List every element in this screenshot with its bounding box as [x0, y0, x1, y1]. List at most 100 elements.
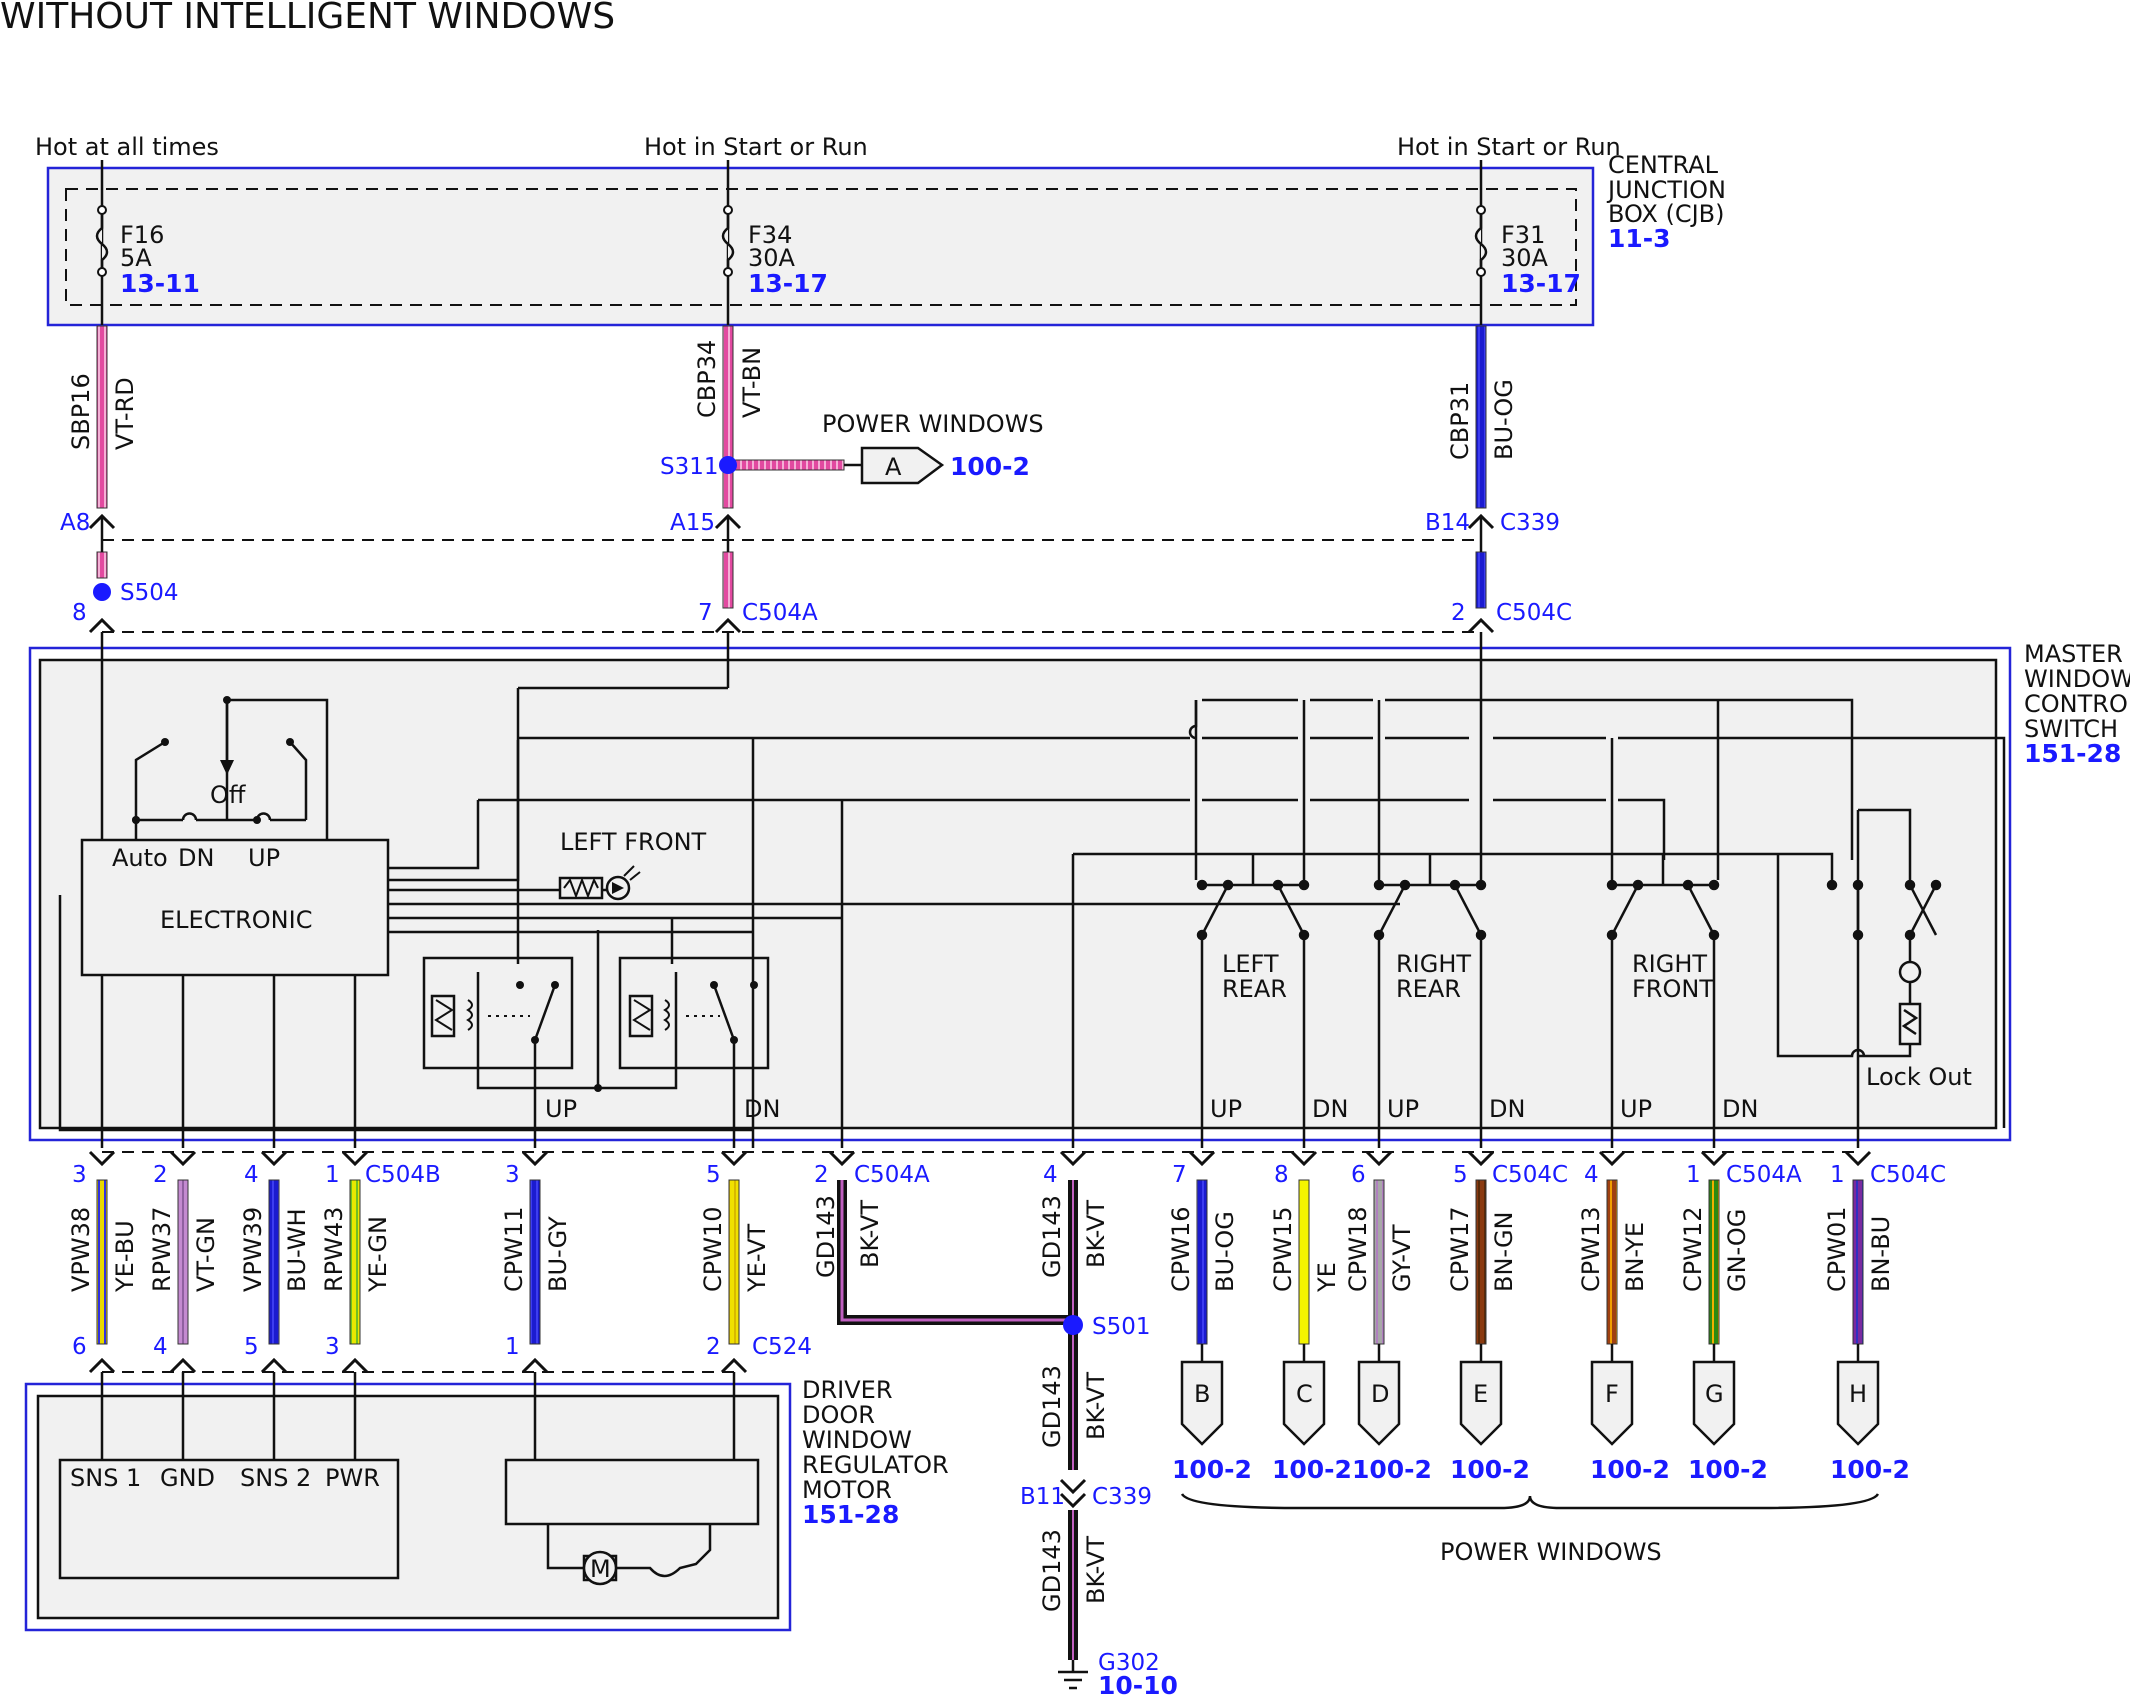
motor-name-1: DRIVER [802, 1376, 893, 1404]
wire-cpw10-color: YE-VT [743, 1224, 771, 1293]
fuse-f31-ref: 13-17 [1501, 269, 1581, 298]
ground-path: B11 C339 GD143 BK-VT GD143 BK-VT G302 10… [1020, 1365, 1178, 1697]
left-rear-label-2: REAR [1222, 975, 1287, 1003]
ground-g302: G302 [1098, 1650, 1160, 1676]
switch-left-rear [1196, 855, 1310, 1148]
pin-b4: 1 [325, 1162, 340, 1188]
auto-label: Auto [112, 844, 168, 872]
pin-2-top: 2 [1451, 600, 1466, 626]
cjb-name-1: CENTRAL [1608, 151, 1719, 179]
pin-a8: A8 [60, 510, 90, 536]
conn-c339-top: C339 [1500, 510, 1560, 536]
wire-cpw11-circuit: CPW11 [500, 1207, 528, 1293]
pw-ref-f: 100-2 [1590, 1455, 1670, 1484]
wire-cpw01-color: BN-BU [1867, 1216, 1895, 1292]
wire-rpw37-color: VT-GN [192, 1217, 220, 1292]
pin-label-pwr: PWR [325, 1464, 380, 1492]
fuse-f16-id: F16 [120, 221, 164, 249]
wire-cpw01-circuit: CPW01 [1823, 1207, 1851, 1293]
pin-b9: 7 [1172, 1162, 1187, 1188]
wire-cpw13-circuit: CPW13 [1577, 1207, 1605, 1293]
wire-cpw16-circuit: CPW16 [1167, 1207, 1195, 1293]
fuse-f34-ref: 13-17 [748, 269, 828, 298]
power-windows-a-id: A [885, 453, 902, 481]
ground-wire-circuit-1: GD143 [1038, 1365, 1066, 1448]
wire-cpw13-color: BN-YE [1621, 1222, 1649, 1292]
pw-ref-e: 100-2 [1450, 1455, 1530, 1484]
wire-cpw10-circuit: CPW10 [699, 1207, 727, 1293]
electronic-label: ELECTRONIC [160, 906, 312, 934]
pin-b3: 4 [244, 1162, 259, 1188]
wire-gd143-b-circuit: GD143 [1038, 1195, 1066, 1278]
conn-c524-label: C524 [752, 1334, 812, 1360]
label-dn-2: DN [1312, 1095, 1348, 1123]
motor-pin-1: 6 [72, 1334, 87, 1360]
label-dn-3: DN [1489, 1095, 1525, 1123]
motor-pin-6: 2 [706, 1334, 721, 1360]
splice-s501 [1063, 1315, 1083, 1335]
pin-b14: B14 [1425, 510, 1470, 536]
pw-ref-h: 100-2 [1830, 1455, 1910, 1484]
label-dn-4: DN [1722, 1095, 1758, 1123]
pin-8: 8 [72, 600, 87, 626]
wire-cpw18-circuit: CPW18 [1344, 1207, 1372, 1293]
power-windows-label: POWER WINDOWS [1440, 1538, 1662, 1566]
pw-conn-f: F [1605, 1380, 1619, 1408]
conn-c339-bottom: C339 [1092, 1484, 1152, 1510]
pin-a15: A15 [670, 510, 715, 536]
power-label-run-2: Hot in Start or Run [1397, 133, 1621, 161]
master-ref: 151-28 [2024, 739, 2121, 768]
cjb-name-3: BOX (CJB) [1608, 200, 1725, 228]
fuse-f16-ref: 13-11 [120, 269, 200, 298]
conn-c504c-bottom-1: C504C [1492, 1162, 1568, 1188]
master-name-2: WINDOW [2024, 665, 2130, 693]
wire-cpw17-color: BN-GN [1490, 1211, 1518, 1292]
pin-b11: 6 [1351, 1162, 1366, 1188]
pin-7: 7 [698, 600, 713, 626]
motor-pin-3: 5 [244, 1334, 259, 1360]
pw-conn-g: G [1705, 1380, 1724, 1408]
pin-b12: 5 [1453, 1162, 1468, 1188]
pw-ref-c: 100-2 [1272, 1455, 1352, 1484]
wire-cbp34: CBP34 VT-BN [693, 325, 766, 609]
pin-b11: B11 [1020, 1484, 1065, 1510]
central-junction-box: CENTRAL JUNCTION BOX (CJB) 11-3 [46, 151, 1726, 327]
motor-pin-2: 4 [153, 1334, 168, 1360]
connectors-bottom: 3 2 4 1 C504B 3 5 2 C504A 4 7 8 6 5 C504… [72, 1150, 1946, 1188]
conn-c504c-bottom-2: C504C [1870, 1162, 1946, 1188]
power-windows-a: S311 A 100-2 POWER WINDOWS [660, 410, 1044, 485]
conn-c504a-bottom-2: C504A [1726, 1162, 1802, 1188]
pw-ref-g: 100-2 [1688, 1455, 1768, 1484]
switch-right-rear [1373, 855, 1487, 1148]
label-up-3: UP [1387, 1095, 1419, 1123]
pin-b2: 2 [153, 1162, 168, 1188]
motor-pin-5: 1 [505, 1334, 520, 1360]
connectors-top: A8 A15 B14 C339 S504 8 7 C504A 2 C504C [60, 510, 1572, 634]
relay-dn [476, 930, 770, 1148]
ground-wire-color-2: BK-VT [1082, 1536, 1110, 1604]
pw-conn-b: B [1194, 1380, 1210, 1408]
wire-gd143-b-color: BK-VT [1082, 1200, 1110, 1268]
wire-vpw38-color: YE-BU [111, 1220, 139, 1293]
driver-door-motor: M SNS 1 GND SNS 2 PWR DRIVER DOOR WINDOW… [24, 1372, 949, 1632]
pw-conn-h: H [1849, 1380, 1867, 1408]
power-windows-a-ref: 100-2 [950, 452, 1030, 481]
wire-cpw15-circuit: CPW15 [1269, 1207, 1297, 1293]
splice-s311 [719, 456, 737, 474]
power-label-always: Hot at all times [35, 133, 219, 161]
switch-right-front [1606, 855, 1720, 1148]
conn-c504a-top: C504A [742, 600, 818, 626]
motor-name-3: WINDOW [802, 1426, 912, 1454]
left-front-label: LEFT FRONT [560, 828, 707, 856]
diagram-title: WITHOUT INTELLIGENT WINDOWS [0, 0, 615, 37]
pin-label-sns1: SNS 1 [70, 1464, 141, 1492]
right-rear-label-1: RIGHT [1396, 950, 1471, 978]
left-rear-label-1: LEFT [1222, 950, 1279, 978]
wire-cpw17-circuit: CPW17 [1446, 1207, 1474, 1293]
conn-c504c-top: C504C [1496, 600, 1572, 626]
ground-g302-ref: 10-10 [1098, 1671, 1178, 1697]
splice-s311-label: S311 [660, 454, 719, 480]
motor-pin-4: 3 [325, 1334, 340, 1360]
wire-sbp16-circuit: SBP16 [67, 373, 95, 450]
